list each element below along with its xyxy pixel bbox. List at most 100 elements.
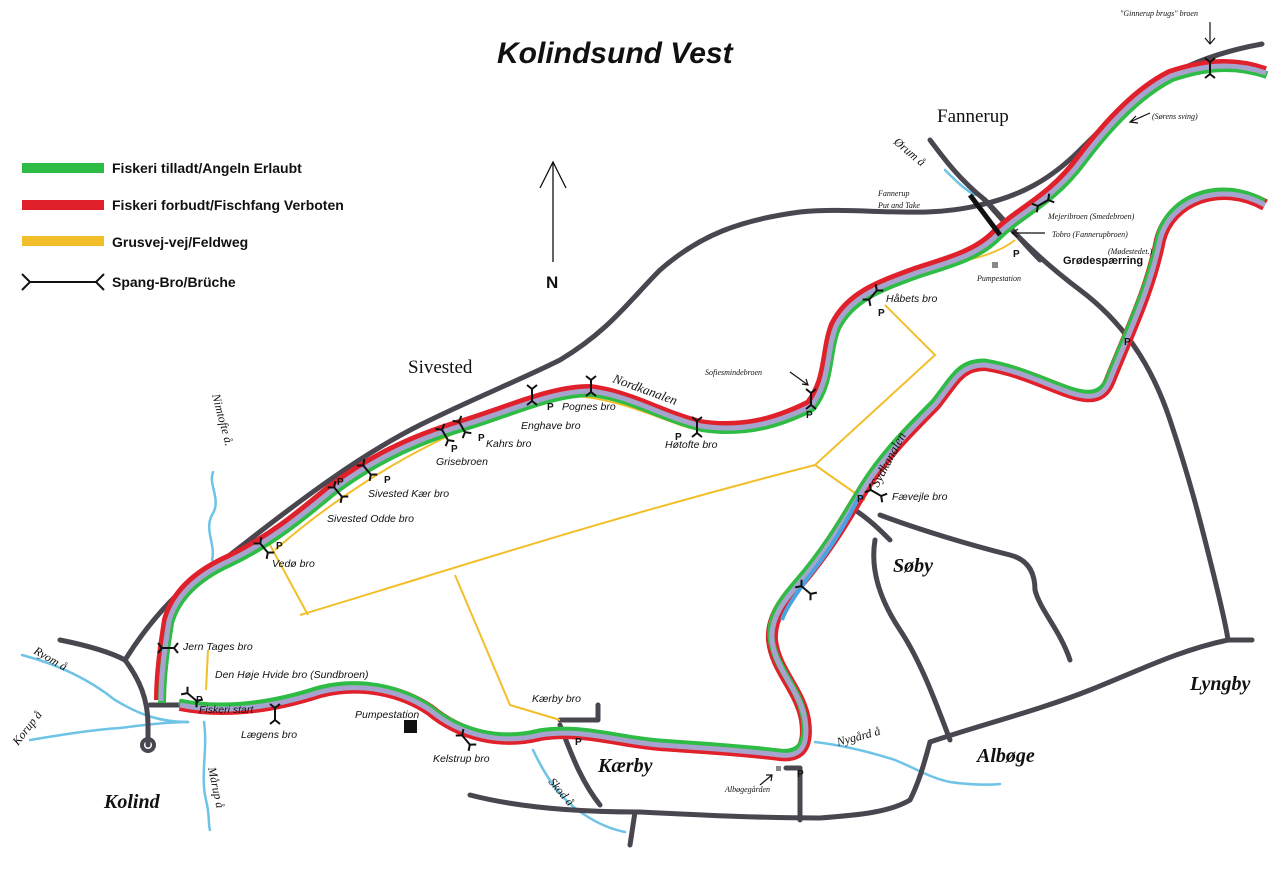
fannerup-crossing <box>968 193 1002 237</box>
legend: Fiskeri tilladt/Angeln Erlaubt Fiskeri f… <box>21 160 344 291</box>
label-laegens: Lægens bro <box>241 729 297 741</box>
gravel-jern <box>205 649 209 691</box>
stream-label-nimtofte: Nimtofte å. <box>209 391 237 447</box>
town-alboge: Albøge <box>975 745 1035 767</box>
road-soby-loop <box>877 512 1073 663</box>
label-pumpestation-s: Pumpestation <box>355 709 419 721</box>
gravel-diagonal-main <box>299 464 866 616</box>
stream-marup <box>202 720 212 832</box>
label-fannerup-put-1: Fannerup <box>877 189 910 198</box>
label-hotofte: Høtofte bro <box>665 439 718 451</box>
bridge-sivested-kaer-icon <box>356 458 378 482</box>
lower-canal-water <box>179 191 1267 758</box>
label-albogegaarden: Albøgegården <box>724 785 770 794</box>
bridge-vedo-icon <box>253 536 275 560</box>
parking-icon: P <box>451 444 458 455</box>
legend-label-fishing-allowed: Fiskeri tilladt/Angeln Erlaubt <box>112 160 302 176</box>
bridge-syd-icon <box>794 579 818 601</box>
legend-label-bridge: Spang-Bro/Brüche <box>112 274 236 290</box>
label-kahrs: Kahrs bro <box>486 438 532 450</box>
town-kaerby: Kærby <box>597 755 653 777</box>
label-modestedet: (Mødestedet.) <box>1108 247 1153 256</box>
label-sorens-sving: (Sørens sving) <box>1152 112 1198 121</box>
parking-icon: P <box>547 402 554 413</box>
label-jern-tages: Jern Tages bro <box>182 641 253 653</box>
label-fiskeri-start: Fiskeri start <box>199 704 254 716</box>
nordkanalen-water <box>158 63 1267 702</box>
bridge-jern-tages-icon <box>157 642 179 654</box>
roundabout-icon <box>140 737 156 753</box>
nordkanalen-red <box>154 58 1267 701</box>
bridge-kahrs-icon <box>452 415 472 439</box>
road-fannerup-lyngby <box>982 197 1231 643</box>
bridge-sofiesminde-icon <box>805 388 817 410</box>
bridge-sivested-odde-icon <box>327 480 349 504</box>
legend-label-gravel-road: Grusvej-vej/Feldweg <box>112 234 248 250</box>
label-pumpestation-ne: Pumpestation <box>976 274 1021 283</box>
bridge-mejeri-icon <box>1031 193 1055 213</box>
legend-swatch-yellow <box>22 236 104 246</box>
label-tobro: Tobro (Fannerupbroen) <box>1052 230 1128 239</box>
label-habets: Håbets bro <box>886 293 938 305</box>
road-kolind-south <box>122 657 151 748</box>
road-kolind-west <box>57 637 128 663</box>
town-kolind: Kolind <box>103 791 161 813</box>
road-kaerby-south <box>627 809 638 848</box>
stream-nimtofte <box>207 470 217 562</box>
bridge-grise-icon <box>435 423 455 447</box>
north-arrow-icon <box>539 160 567 262</box>
parking-icon: P <box>478 433 485 444</box>
legend-swatch-red <box>22 200 104 210</box>
label-pognes: Pognes bro <box>562 401 616 413</box>
label-enghave: Enghave bro <box>521 420 581 432</box>
sydkanal-blue-section <box>780 494 862 621</box>
stream-ryom <box>20 653 190 724</box>
bridge-faevejle-icon <box>864 483 888 503</box>
label-fannerup-put-2: Put and Take <box>877 201 920 210</box>
road-sydkanal-soby <box>852 507 893 543</box>
town-lyngby: Lyngby <box>1189 673 1250 695</box>
road-kaerby-albøge <box>467 739 933 821</box>
parking-icon: P <box>878 308 885 319</box>
canal-sydkanalen: Sydkanalen <box>867 429 908 489</box>
parking-markers: P P P P P P P P P P P P P P P <box>196 249 1131 780</box>
stream-korup <box>28 720 190 742</box>
albogegaarden-icon <box>776 766 781 771</box>
label-vedo: Vedø bro <box>272 558 315 570</box>
label-sofiesminde: Sofiesmindebroen <box>705 368 762 377</box>
parking-icon: P <box>1013 249 1020 260</box>
stream-label-nygaard: Nygård å <box>834 724 882 749</box>
road-albøgegaarden <box>783 765 803 823</box>
stream-nygaard <box>813 740 1002 786</box>
bridge-enghave-icon <box>526 384 538 406</box>
parking-icon: P <box>196 695 203 706</box>
bridge-pognes-icon <box>585 375 597 397</box>
legend-bridge-icon <box>21 273 105 291</box>
stream-label-ryom: Ryom å <box>31 643 70 674</box>
bridge-hotofte-icon <box>691 416 703 438</box>
stream-label-marup: Mårup å <box>205 765 228 810</box>
label-faevejle: Fævejle bro <box>892 491 948 503</box>
label-grodesparring: Grødespærring <box>1063 255 1143 267</box>
legend-swatch-green <box>22 163 104 173</box>
label-kelstrup: Kelstrup bro <box>433 753 490 765</box>
map-title: Kolindsund Vest <box>497 37 735 70</box>
town-fannerup: Fannerup <box>937 106 1009 127</box>
gravel-vedo <box>269 544 309 616</box>
parking-icon: P <box>337 477 344 488</box>
bridges <box>157 57 1216 752</box>
bridge-habets-icon <box>862 283 884 307</box>
label-kaerby-bro: Kærby bro <box>532 693 581 705</box>
bridge-ginnerup-icon <box>1204 57 1216 79</box>
label-ginnerup: "Ginnerup brugs" broen <box>1120 9 1198 18</box>
gravel-kaerby <box>454 574 561 721</box>
legend-label-fishing-forbidden: Fiskeri forbudt/Fischfang Verboten <box>112 197 344 213</box>
parking-icon: P <box>806 410 813 421</box>
stream-label-skod: Skod å <box>546 775 578 809</box>
stream-label-korup: Korup å <box>9 708 45 749</box>
parking-icon: P <box>1124 337 1131 348</box>
pumpestation-south-icon <box>404 720 417 733</box>
parking-icon: P <box>575 737 582 748</box>
label-mejeribroen: Mejeribroen (Smedebroen) <box>1047 212 1135 221</box>
